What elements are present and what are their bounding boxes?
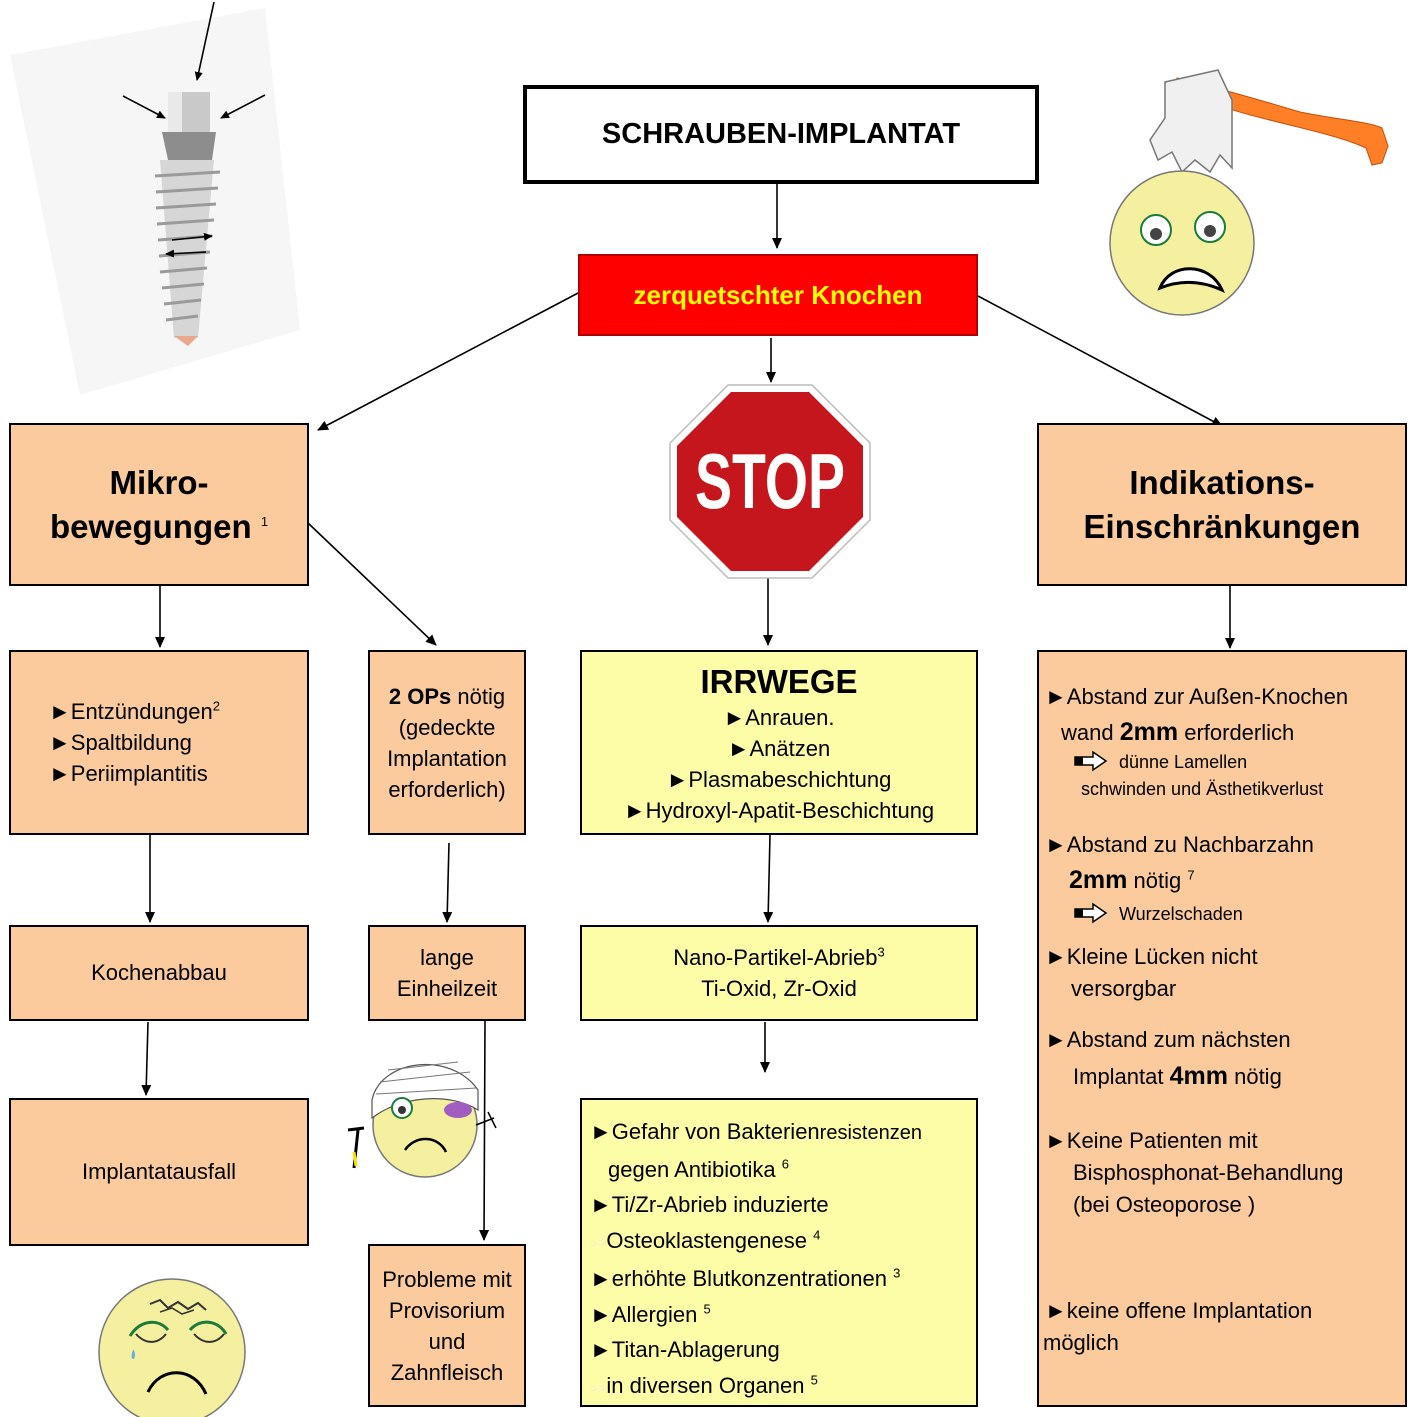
implantatausfall-box: Implantatausfall <box>9 1098 309 1246</box>
list-item: (bei Osteoporose ) <box>1073 1192 1256 1217</box>
list-item: ►Hydroxyl-Apatit-Beschichtung <box>623 798 935 823</box>
ops-box: 2 OPs nötig (gedeckte Implantation erfor… <box>368 650 526 835</box>
list-item: ►Keine Patienten mit <box>1045 1128 1258 1153</box>
list-item: ►Abstand zu Nachbarzahn <box>1045 832 1314 857</box>
arrow-abbau-to-ausfall <box>141 1021 152 1096</box>
note-text: schwinden und Ästhetikverlust <box>1081 779 1324 799</box>
stop-sign-text: STOP <box>695 437 845 525</box>
mikro-heading-line1: Mikro- <box>109 463 209 501</box>
implant-illustration <box>10 1 300 395</box>
list-item: ►Periimplantitis <box>49 761 208 786</box>
list-item: ►Titan-Ablagerung <box>590 1337 780 1362</box>
indikation-heading-line1: Indikations- <box>1129 463 1315 501</box>
mikro-heading-box: Mikro- bewegungen 1 <box>9 423 309 586</box>
probleme-line: und <box>428 1328 466 1354</box>
problem-box: zerquetschter Knochen <box>578 254 978 336</box>
right-arrow-icon <box>1074 750 1108 772</box>
knochenabbau-label: Kochenabbau <box>91 960 227 985</box>
bandaged-face-illustration <box>347 1061 497 1178</box>
probleme-line: Zahnfleisch <box>390 1359 504 1385</box>
problem-label: zerquetschter Knochen <box>633 279 923 310</box>
arrow-problem-to-mikro <box>317 291 581 431</box>
arrow-problem-to-indikation <box>977 295 1223 427</box>
list-item: 2mm nötig 7 <box>1069 866 1195 894</box>
einheilzeit-line: Einheilzeit <box>396 976 498 1001</box>
list-item: Implantat 4mm nötig <box>1073 1062 1282 1090</box>
list-item: >>Osteoklastengenese 4 <box>590 1227 821 1253</box>
list-item: wand 2mm erforderlich <box>1061 718 1295 746</box>
indikation-heading-line2: Einschränkungen <box>1083 507 1361 545</box>
stop-sign: STOP <box>669 384 871 579</box>
list-item: ►erhöhte Blutkonzentrationen 3 <box>590 1265 901 1291</box>
list-item: möglich <box>1043 1330 1119 1355</box>
list-item: ►Entzündungen2 <box>49 698 220 724</box>
ops-count: 2 OPs <box>388 683 452 709</box>
axe-face-illustration <box>1109 69 1389 316</box>
ops-line: erforderlich) <box>388 776 506 802</box>
list-item: ►Spaltbildung <box>49 730 192 755</box>
mikro-heading-line2: bewegungen <box>49 507 252 545</box>
list-item: ►keine offene Implantation <box>1045 1298 1313 1323</box>
list-item: >>in diversen Organen 5 <box>590 1372 818 1398</box>
title-box: SCHRAUBEN-IMPLANTAT <box>523 85 1039 184</box>
right-arrow-icon <box>1074 902 1108 924</box>
arrow-irrwege-to-nano <box>763 834 774 923</box>
einheilzeit-line: lange <box>420 945 474 970</box>
ops-line: Implantation <box>387 745 507 771</box>
list-item: ►Abstand zur Außen-Knochen <box>1045 684 1349 709</box>
einheilzeit-box: lange Einheilzeit <box>368 925 526 1021</box>
list-item: ►Kleine Lücken nicht <box>1045 944 1258 969</box>
list-item: ►Gefahr von Bakterienresistenzen <box>590 1119 922 1144</box>
knochenabbau-box: Kochenabbau <box>9 925 309 1021</box>
arrow-einheilzeit-to-probleme <box>479 1020 490 1241</box>
list-item: ►Anrauen. <box>723 705 835 730</box>
ops-line: (gedeckte <box>398 714 496 740</box>
list-item: ►Plasmabeschichtung <box>666 767 892 792</box>
probleme-line: Probleme mit <box>382 1266 512 1292</box>
probleme-box: Probleme mit Provisorium und Zahnfleisch <box>368 1244 526 1407</box>
list-item: ►Anätzen <box>727 736 831 761</box>
indikation-list-box: ►Abstand zur Außen-Knochen wand 2mm erfo… <box>1037 650 1407 1407</box>
list-item: gegen Antibiotika 6 <box>608 1156 789 1182</box>
mikro-effects-box: ►Entzündungen2 ►Spaltbildung ►Periimplan… <box>9 650 309 835</box>
irrwege-heading: IRRWEGE <box>700 663 858 700</box>
risks-box: ►Gefahr von Bakterienresistenzen gegen A… <box>580 1098 978 1407</box>
arrow-mikro-to-ops <box>307 522 437 646</box>
nano-line1: Nano-Partikel-Abrieb <box>673 945 878 970</box>
arrow-ops-to-einheilzeit <box>442 842 453 923</box>
irrwege-box: IRRWEGE ►Anrauen. ►Anätzen ►Plasmabeschi… <box>580 650 978 835</box>
crying-face-illustration <box>98 1278 246 1417</box>
list-item: ►Allergien 5 <box>590 1301 711 1327</box>
list-item: ►Abstand zum nächsten <box>1045 1027 1291 1052</box>
nano-line2: Ti-Oxid, Zr-Oxid <box>701 976 857 1001</box>
list-item: ►Ti/Zr-Abrieb induzierte <box>590 1192 829 1217</box>
implantatausfall-label: Implantatausfall <box>81 1159 237 1184</box>
indikation-heading-box: Indikations- Einschränkungen <box>1037 423 1407 586</box>
diagram-title: SCHRAUBEN-IMPLANTAT <box>601 118 961 150</box>
note-text: Wurzelschaden <box>1119 904 1243 924</box>
list-item: versorgbar <box>1071 976 1177 1001</box>
footnote-ref: 1 <box>260 513 269 529</box>
nano-box: Nano-Partikel-Abrieb3 Ti-Oxid, Zr-Oxid <box>580 925 978 1021</box>
list-item: Bisphosphonat-Behandlung <box>1073 1160 1344 1185</box>
probleme-line: Provisorium <box>388 1297 506 1323</box>
note-text: dünne Lamellen <box>1119 752 1248 772</box>
